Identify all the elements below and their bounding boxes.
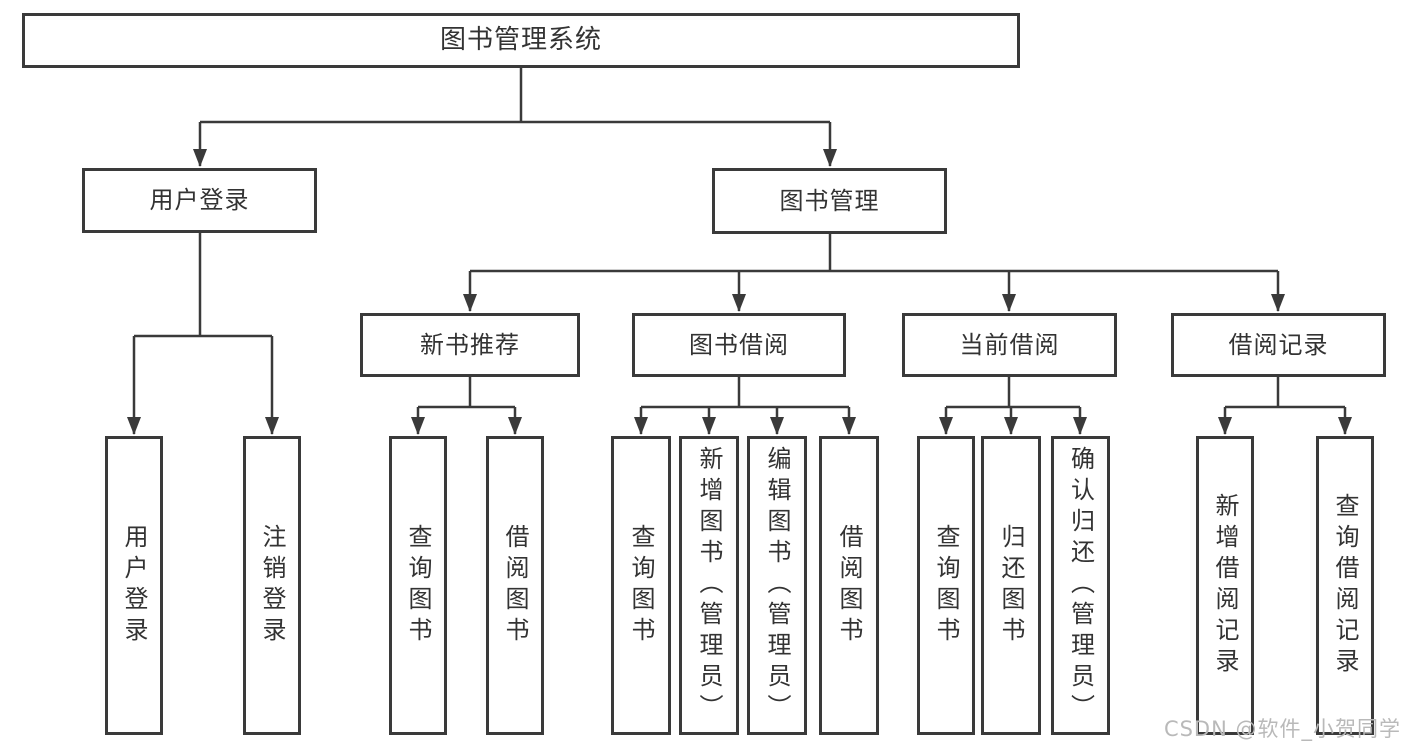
node-label: 归还图书 bbox=[997, 523, 1025, 648]
node-label: 查询图书 bbox=[627, 523, 655, 648]
node-label: 查询图书 bbox=[404, 523, 432, 648]
leaf-query-books-current: 查询图书 bbox=[917, 436, 975, 735]
node-label: 新增图书（管理员） bbox=[695, 446, 723, 725]
node-borrowing-records: 借阅记录 bbox=[1171, 313, 1386, 377]
node-book-borrowing: 图书借阅 bbox=[632, 313, 846, 377]
node-label: 图书管理 bbox=[779, 186, 880, 215]
node-label: 当前借阅 bbox=[959, 330, 1060, 359]
leaf-logout: 注销登录 bbox=[243, 436, 301, 735]
watermark: CSDN @软件_小贺同学 bbox=[1163, 717, 1401, 741]
node-label: 查询借阅记录 bbox=[1331, 492, 1359, 679]
node-label: 确认归还（管理员） bbox=[1066, 446, 1095, 725]
node-book-management-branch: 图书管理 bbox=[712, 168, 947, 234]
node-label: 用户登录 bbox=[149, 186, 250, 215]
node-label: 注销登录 bbox=[258, 523, 286, 648]
leaf-query-books-borrowing: 查询图书 bbox=[611, 436, 671, 735]
leaf-confirm-return-admin: 确认归还（管理员） bbox=[1051, 436, 1110, 735]
leaf-query-borrow-record: 查询借阅记录 bbox=[1316, 436, 1374, 735]
node-label: 用户登录 bbox=[120, 523, 148, 648]
node-label: 借阅记录 bbox=[1228, 330, 1329, 359]
node-label: 图书管理系统 bbox=[439, 24, 602, 55]
node-current-borrowing: 当前借阅 bbox=[902, 313, 1117, 377]
node-label: 查询图书 bbox=[932, 523, 960, 648]
leaf-borrow-books-borrowing: 借阅图书 bbox=[819, 436, 879, 735]
leaf-return-books: 归还图书 bbox=[981, 436, 1041, 735]
node-label: 借阅图书 bbox=[835, 523, 863, 648]
leaf-add-borrow-record: 新增借阅记录 bbox=[1196, 436, 1254, 735]
leaf-edit-books-admin: 编辑图书（管理员） bbox=[747, 436, 807, 735]
node-user-login-branch: 用户登录 bbox=[82, 168, 317, 233]
node-label: 借阅图书 bbox=[501, 523, 529, 648]
node-label: 新书推荐 bbox=[420, 330, 520, 359]
node-new-book-recommendation: 新书推荐 bbox=[360, 313, 580, 377]
node-label: 编辑图书（管理员） bbox=[763, 446, 791, 725]
leaf-user-login: 用户登录 bbox=[105, 436, 163, 735]
leaf-borrow-books-newrec: 借阅图书 bbox=[486, 436, 544, 735]
node-library-management-system: 图书管理系统 bbox=[22, 13, 1020, 68]
leaf-query-books-newrec: 查询图书 bbox=[389, 436, 447, 735]
node-label: 图书借阅 bbox=[689, 330, 789, 359]
leaf-add-books-admin: 新增图书（管理员） bbox=[679, 436, 739, 735]
node-label: 新增借阅记录 bbox=[1211, 492, 1239, 679]
